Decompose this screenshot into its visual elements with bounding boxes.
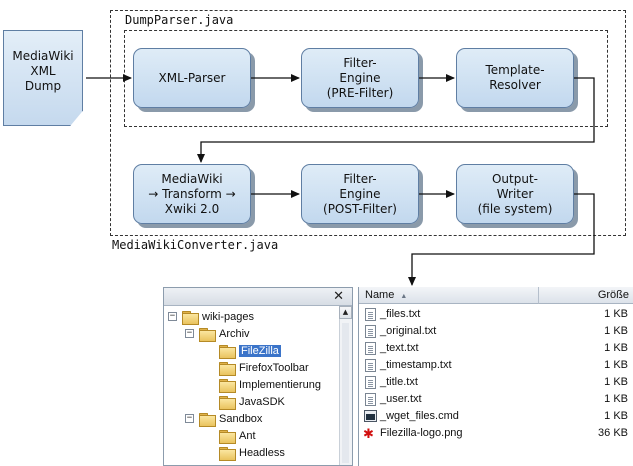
tree-item-label: Archiv [219,327,250,340]
file-name: _timestamp.txt [380,359,452,371]
tree-panel-header: ✕ [164,288,352,306]
folder-icon [219,361,236,376]
dumpparser-label: DumpParser.java [125,13,234,27]
column-header-size[interactable]: Größe [539,287,633,304]
text-file-icon [365,325,376,338]
mediawikiconverter-label: MediaWikiConverter.java [112,238,279,252]
folder-icon [199,327,216,342]
tree-item-label: FirefoxToolbar [239,361,309,374]
file-size: 1 KB [604,325,628,337]
column-header-name[interactable]: Name ▲ [359,287,539,304]
xml-parser-node: XML-Parser [133,48,251,108]
file-name: _files.txt [380,308,421,320]
file-row[interactable]: _files.txt 1 KB [359,306,632,323]
text-file-icon [365,359,376,372]
folder-tree-panel: ✕ ▲ − wiki-pages − Archiv FileZilla Fire… [163,287,353,466]
file-size: 1 KB [604,359,628,371]
tree-item-label: wiki-pages [202,310,254,323]
pre-filter-engine-node: Filter- Engine (PRE-Filter) [301,48,419,108]
collapse-icon[interactable]: − [185,413,194,423]
scroll-track[interactable] [342,323,349,463]
tree-item-label: Implementierung [239,378,321,391]
tree-item-label: JavaSDK [239,395,285,408]
tree-item-sandbox[interactable]: − Sandbox [185,410,262,427]
file-row[interactable]: _wget_files.cmd 1 KB [359,408,632,425]
tree-item-label: FileZilla [239,344,281,357]
tree-item-ant[interactable]: Ant [219,427,256,444]
file-name: _wget_files.cmd [380,410,459,422]
file-name: Filezilla-logo.png [380,427,463,439]
collapse-icon[interactable]: − [168,311,177,321]
file-name: _user.txt [380,393,422,405]
file-row[interactable]: _text.txt 1 KB [359,340,632,357]
file-list-panel: Name ▲ Größe _files.txt 1 KB _original.tx… [358,287,633,466]
folder-icon [219,378,236,393]
tree-item-label: Headless [239,446,285,459]
file-row[interactable]: ✱ Filezilla-logo.png 36 KB [359,425,632,442]
sort-ascending-icon: ▲ [400,293,408,300]
output-writer-node: Output- Writer (file system) [456,164,574,224]
tree-item-javasdk[interactable]: JavaSDK [219,393,285,410]
column-name-label: Name [365,289,395,301]
tree-item-headless[interactable]: Headless [219,444,285,461]
file-row[interactable]: _original.txt 1 KB [359,323,632,340]
cmd-file-icon [364,410,377,422]
folder-icon [219,344,236,359]
file-size: 36 KB [598,427,628,439]
tree-item-label: Ant [239,429,256,442]
file-row[interactable]: _timestamp.txt 1 KB [359,357,632,374]
file-size: 1 KB [604,410,628,422]
file-row[interactable]: _title.txt 1 KB [359,374,632,391]
text-file-icon [365,308,376,321]
tree-item-label: Sandbox [219,412,263,425]
post-filter-engine-node: Filter- Engine (POST-Filter) [301,164,419,224]
file-name: _original.txt [380,325,437,337]
folder-icon [219,446,236,461]
file-row[interactable]: _user.txt 1 KB [359,391,632,408]
mediawiki-xml-dump-node: MediaWiki XML Dump [3,30,83,126]
collapse-icon[interactable]: − [185,328,194,338]
folder-icon [199,412,216,427]
tree-item-firefoxtoolbar[interactable]: FirefoxToolbar [219,359,309,376]
tree-item-archiv[interactable]: − Archiv [185,325,250,342]
file-size: 1 KB [604,342,628,354]
file-size: 1 KB [604,376,628,388]
folder-icon [219,395,236,410]
text-file-icon [365,376,376,389]
text-file-icon [365,393,376,406]
template-resolver-node: Template- Resolver [456,48,574,108]
mediawiki-transform-node: MediaWiki → Transform → Xwiki 2.0 [133,164,251,224]
text-file-icon [365,342,376,355]
folder-icon [219,429,236,444]
folder-icon [182,310,199,325]
tree-item-wiki-pages[interactable]: − wiki-pages [168,308,254,325]
file-name: _text.txt [380,342,419,354]
mediawikiconverter-frame [110,10,626,236]
file-size: 1 KB [604,393,628,405]
tree-item-filezilla[interactable]: FileZilla [219,342,281,359]
tree-item-implementierung[interactable]: Implementierung [219,376,321,393]
scroll-up-icon[interactable]: ▲ [339,306,352,319]
file-name: _title.txt [380,376,418,388]
image-file-icon: ✱ [363,426,374,441]
close-icon[interactable]: ✕ [333,289,344,304]
file-size: 1 KB [604,308,628,320]
